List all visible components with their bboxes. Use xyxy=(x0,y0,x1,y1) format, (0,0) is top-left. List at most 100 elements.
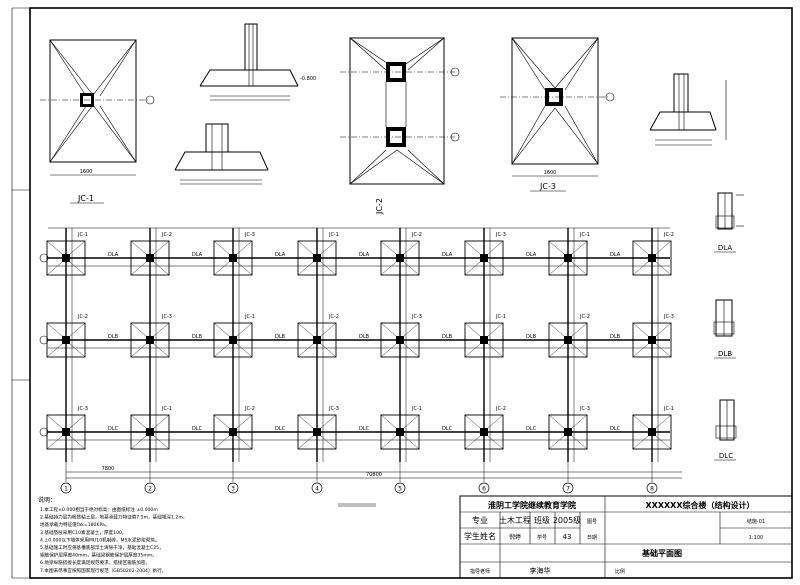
footing-tag: JC-3 xyxy=(161,314,172,320)
beam-tag: DLA xyxy=(275,252,286,258)
footing-slope xyxy=(632,261,649,276)
footing-slope xyxy=(130,343,147,358)
column-stub xyxy=(229,336,237,344)
footing-slope xyxy=(571,322,588,337)
footing-outline xyxy=(548,414,588,450)
footing-slope xyxy=(571,261,588,276)
axis-number: 3 xyxy=(231,486,235,493)
footing-slope xyxy=(464,240,481,255)
footing-slope xyxy=(213,240,230,255)
footing-slope xyxy=(236,322,253,337)
jc3-width: 1600 xyxy=(544,170,557,176)
footing-slope xyxy=(297,261,314,276)
footing-slope xyxy=(403,343,420,358)
jc-sec1-elev: -0.800 xyxy=(300,76,316,82)
footing-tag: JC-2 xyxy=(244,406,255,412)
footing-slope xyxy=(46,322,63,337)
footing-outline xyxy=(632,322,672,358)
bay-dim: 7800 xyxy=(102,466,115,472)
footing-slope xyxy=(153,414,170,429)
footing-outline xyxy=(213,414,253,450)
axis-bubble xyxy=(311,482,323,494)
footing-slope xyxy=(153,435,170,450)
note-line: 2.基础持力层为粉质粘土层，地基承载力特征值7.5m，基础埋深1.2m， xyxy=(40,514,187,521)
footing-slope xyxy=(487,414,504,429)
footing-slope xyxy=(487,435,504,450)
beam-tag: DLB xyxy=(610,334,621,340)
footing-slope xyxy=(320,322,337,337)
axis-number: 2 xyxy=(148,486,152,493)
footing-slope xyxy=(46,261,63,276)
footing-outline xyxy=(464,414,504,450)
class-label: 班级 xyxy=(534,515,550,525)
project-name: XXXXXX综合楼（结构设计） xyxy=(645,500,754,510)
footing-slope xyxy=(403,261,420,276)
footing-slope xyxy=(380,261,397,276)
footing-slope xyxy=(130,261,147,276)
jc3-plan-detail: 1600 JC-3 xyxy=(500,37,615,192)
footing-slope xyxy=(130,435,147,450)
student-name: 倪婷 xyxy=(509,533,521,541)
note-line: 6.地梁纵筋搭接长度满足规范要求，搭接区箍筋加密。 xyxy=(40,559,150,566)
footing-slope xyxy=(487,261,504,276)
beam-tag: DLC xyxy=(108,426,119,432)
footing-slope xyxy=(571,435,588,450)
footing-slope xyxy=(548,322,565,337)
footing-outline xyxy=(130,414,170,450)
footing-tag: JC-1 xyxy=(663,406,674,412)
footing-outline xyxy=(130,240,170,276)
footing-slope xyxy=(213,435,230,450)
footing-slope xyxy=(236,343,253,358)
column-stub xyxy=(229,428,237,436)
axis-number: 7 xyxy=(566,486,570,493)
axis-bubble xyxy=(227,482,239,494)
scale-label: 比例 xyxy=(615,568,625,575)
axis-bubble xyxy=(562,482,574,494)
column-stub xyxy=(396,428,404,436)
column-stub xyxy=(313,254,321,262)
footing-slope xyxy=(655,240,672,255)
footing-slope xyxy=(213,414,230,429)
column-stub xyxy=(396,336,404,344)
major-label: 专业 xyxy=(472,515,488,525)
footing-slope xyxy=(380,322,397,337)
footing-tag: JC-3 xyxy=(77,406,88,412)
footing-slope xyxy=(69,240,86,255)
footing-slope xyxy=(320,261,337,276)
footing-tag: JC-2 xyxy=(328,314,339,320)
axis-number: 5 xyxy=(398,486,402,493)
footing-tag: JC-1 xyxy=(77,232,88,238)
class-value: 2005级 xyxy=(553,515,581,525)
footing-outline xyxy=(130,322,170,358)
tb-r1: 结施-01 xyxy=(747,518,765,525)
drawing-title: 基础平面图 xyxy=(641,548,682,558)
jc3-label: JC-3 xyxy=(539,182,556,191)
beam-tag: DLA xyxy=(610,252,621,258)
beam-tag: DLB xyxy=(108,334,119,340)
dlb-label: DLB xyxy=(718,350,732,358)
note-line: 1.本工程±0.000相当于绝对标高：由图纸标注 ±0.000m xyxy=(40,506,158,513)
footing-slope xyxy=(153,343,170,358)
footing-outline xyxy=(297,322,337,358)
footing-tag: JC-3 xyxy=(579,406,590,412)
notes-heading: 说明： xyxy=(38,496,56,504)
footing-slope xyxy=(632,414,649,429)
footing-slope xyxy=(69,322,86,337)
footing-slope xyxy=(69,261,86,276)
note-line: 4.±0.000以下墙体采用MU10机制砖，M5水泥砂浆砌筑。 xyxy=(40,536,160,543)
footing-slope xyxy=(236,240,253,255)
footing-slope xyxy=(297,414,314,429)
column-stub xyxy=(648,428,656,436)
student-name-label: 学生姓名 xyxy=(464,531,496,541)
axis-bubble xyxy=(478,482,490,494)
beam-tag: DLB xyxy=(526,334,537,340)
footing-outline xyxy=(380,240,420,276)
footing-slope xyxy=(153,261,170,276)
footing-slope xyxy=(320,414,337,429)
footing-slope xyxy=(236,435,253,450)
footing-slope xyxy=(548,414,565,429)
footing-slope xyxy=(297,343,314,358)
jc2-label: JC-2 xyxy=(375,198,384,215)
